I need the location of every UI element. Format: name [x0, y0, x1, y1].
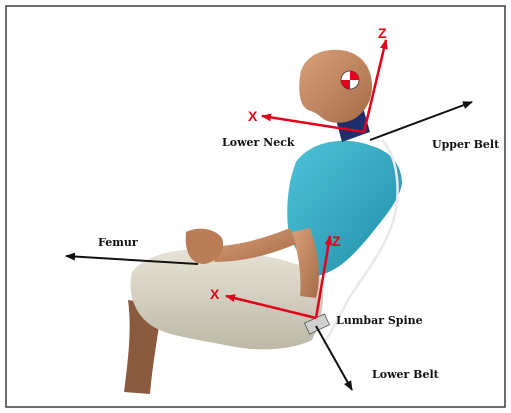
lumbar-x-label: X	[210, 286, 220, 302]
lumbar-z-label: Z	[332, 233, 341, 249]
upper-belt-label: Upper Belt	[432, 138, 500, 151]
lower-belt-label: Lower Belt	[372, 368, 440, 381]
head-target-sticker	[341, 71, 359, 89]
neck-x-label: X	[248, 108, 258, 124]
neck-z-label: Z	[378, 25, 387, 41]
lower-neck-label: Lower Neck	[222, 136, 295, 149]
femur-label: Femur	[98, 236, 138, 249]
lumbar-spine-label: Lumbar Spine	[336, 314, 423, 327]
